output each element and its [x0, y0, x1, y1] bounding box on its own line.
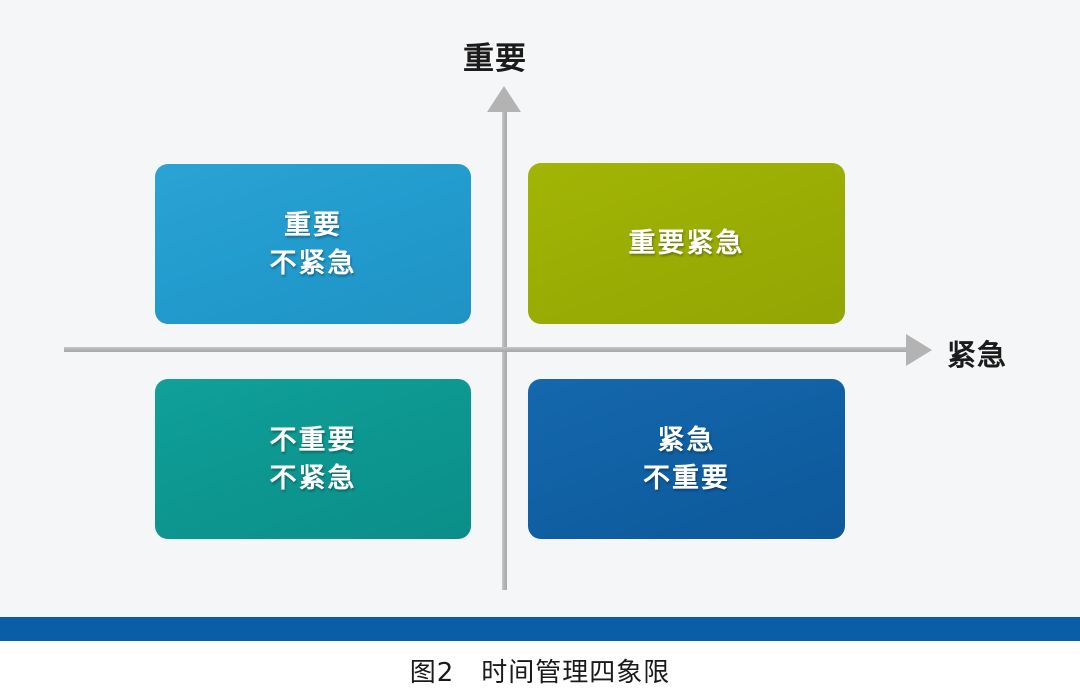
vertical-axis-label: 重要	[463, 41, 527, 76]
quadrant-not-important-not-urgent[interactable]: 不重要 不紧急	[155, 379, 478, 539]
quadrant-label-line: 不紧急	[269, 463, 357, 493]
quadrant-label-line: 紧急	[657, 424, 716, 455]
quadrant-label-line: 不重要	[643, 463, 730, 493]
quadrant-label-line: 重要紧急	[628, 228, 745, 259]
quadrant-important-not-urgent[interactable]: 重要 不紧急	[155, 164, 478, 324]
quadrant-label-line: 不重要	[269, 424, 357, 455]
arrow-right-icon	[906, 334, 932, 366]
bottom-divider-rule	[0, 617, 1080, 642]
quadrant-label-line: 不紧急	[269, 248, 357, 278]
caption-area: 图2 时间管理四象限	[0, 641, 1080, 699]
quadrant-important-urgent[interactable]: 重要紧急	[528, 163, 852, 324]
horizontal-axis-label: 紧急	[947, 340, 1008, 372]
figure-caption: 图2 时间管理四象限	[409, 657, 671, 688]
quadrant-urgent-not-important[interactable]: 紧急 不重要	[528, 379, 852, 539]
arrow-up-icon	[487, 86, 521, 112]
figure-stage: 重要 紧急 重要 不紧急 重要紧急 不重要 不紧急 紧急 不重要	[64, 41, 1008, 590]
quadrant-label-line: 重要	[284, 209, 342, 240]
horizontal-axis-line	[64, 347, 916, 352]
